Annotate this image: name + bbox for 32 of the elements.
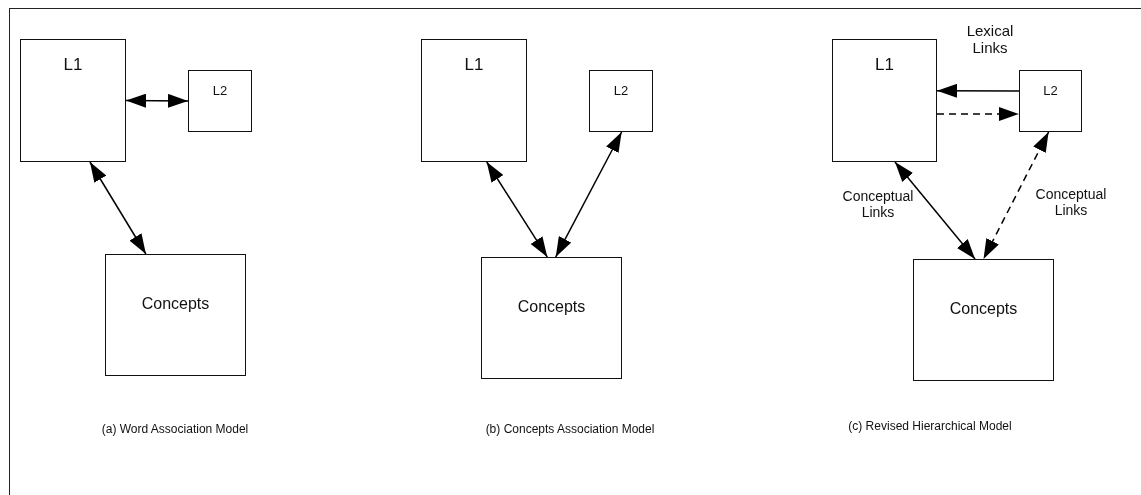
edge-label: Conceptual Links bbox=[1034, 186, 1108, 219]
text-box bbox=[481, 257, 622, 379]
box-label: L1 bbox=[63, 56, 83, 75]
box-label: L2 bbox=[1043, 84, 1058, 99]
arrow bbox=[125, 93, 189, 108]
box-label: Concepts bbox=[949, 300, 1018, 318]
arrow bbox=[936, 83, 1020, 98]
text-box bbox=[589, 70, 653, 132]
arrow bbox=[936, 107, 1020, 121]
text-box bbox=[1019, 70, 1082, 132]
text-box bbox=[188, 70, 252, 132]
edge-label: Conceptual Links bbox=[841, 188, 915, 221]
text-box bbox=[913, 259, 1054, 381]
arrow bbox=[555, 131, 623, 258]
arrow bbox=[982, 131, 1050, 260]
arrow bbox=[485, 161, 548, 258]
box-label: L2 bbox=[613, 84, 629, 99]
text-box bbox=[832, 39, 937, 162]
panel-caption: (a) Word Association Model bbox=[100, 423, 250, 437]
panel-caption: (c) Revised Hierarchical Model bbox=[847, 420, 1013, 434]
arrow bbox=[894, 161, 976, 260]
box-label: L2 bbox=[212, 84, 228, 99]
box-label: Concepts bbox=[517, 298, 586, 316]
box-label: L1 bbox=[464, 56, 484, 75]
text-box bbox=[105, 254, 246, 376]
box-label: Concepts bbox=[141, 295, 210, 313]
box-label: L1 bbox=[875, 56, 894, 75]
panel-caption: (b) Concepts Association Model bbox=[484, 423, 656, 437]
text-box bbox=[20, 39, 126, 162]
arrow bbox=[89, 161, 147, 255]
edge-label: Lexical Links bbox=[965, 22, 1015, 57]
text-box bbox=[421, 39, 527, 162]
